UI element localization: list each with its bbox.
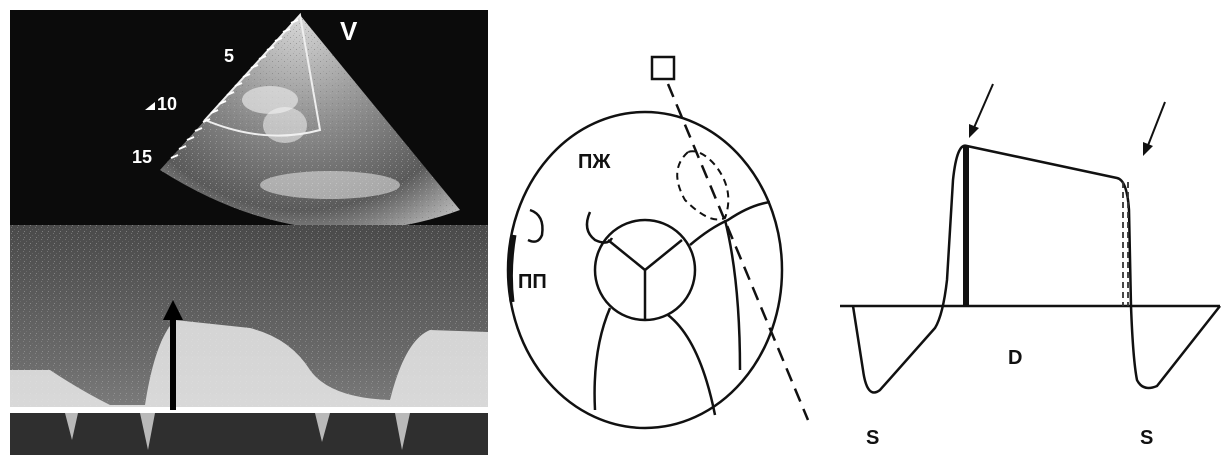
transducer-icon <box>652 57 674 79</box>
arrow-end <box>1147 102 1165 148</box>
arrow-end-head-icon <box>1143 142 1153 156</box>
heart-diagram-panel: ПЖ ПП <box>500 40 830 440</box>
depth-tick-10: 10 <box>157 94 177 114</box>
label-right-ventricle: ПЖ <box>578 151 611 173</box>
depth-tick-15: 15 <box>132 147 152 167</box>
doppler-waveform <box>853 146 1220 393</box>
depth-tick-5: 5 <box>224 46 234 66</box>
label-systole-right: S <box>1140 427 1153 449</box>
echo-image-panel: 5 10 15 V <box>10 10 488 455</box>
ultrasound-beam <box>668 84 808 420</box>
heart-svg: ПЖ ПП <box>500 40 830 440</box>
doppler-waveform-svg: D S S <box>835 80 1224 462</box>
view-label: V <box>340 16 358 46</box>
depth-marker-icon <box>145 102 155 110</box>
echo-svg: 5 10 15 V <box>10 10 488 455</box>
label-right-atrium: ПП <box>518 271 547 293</box>
arrow-onset <box>973 84 993 130</box>
label-systole-left: S <box>866 427 879 449</box>
arrow-onset-head-icon <box>969 124 979 138</box>
label-diastole: D <box>1008 347 1022 369</box>
doppler-baseline <box>10 407 488 413</box>
doppler-waveform-panel: D S S <box>835 80 1224 462</box>
